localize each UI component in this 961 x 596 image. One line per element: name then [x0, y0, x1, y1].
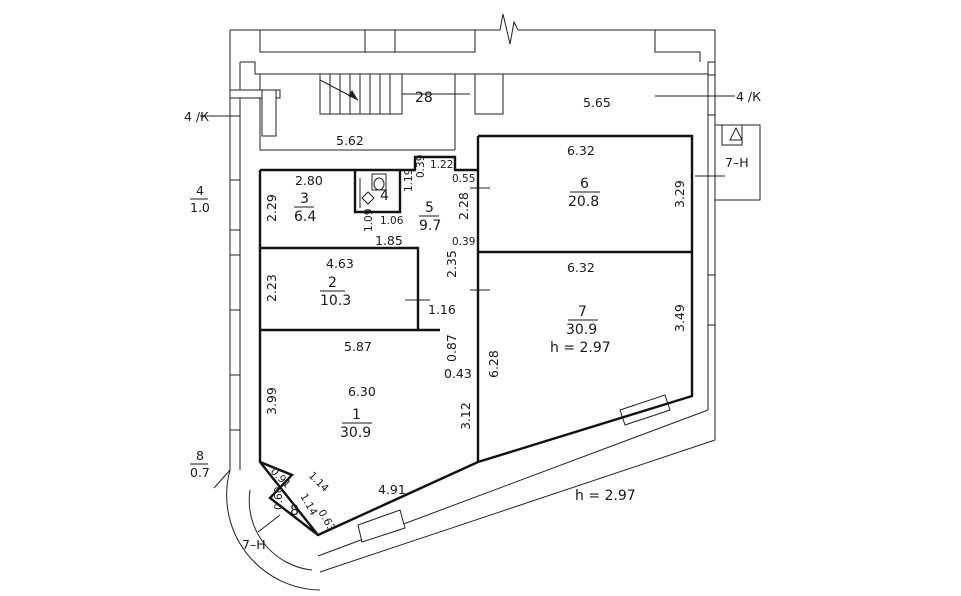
dim-r1-width2: 6.30 — [348, 384, 376, 399]
room-6-number: 6 — [580, 176, 589, 192]
room-2-area: 10.3 — [320, 293, 351, 309]
room-3-area: 6.4 — [294, 209, 316, 225]
dim-r5-b: 0.39 — [415, 155, 427, 178]
left-note-8-num: 8 — [196, 448, 204, 463]
height-label-floor: h = 2.97 — [575, 488, 636, 504]
room-8-number: 8 — [290, 503, 299, 519]
room-6: 6 20.8 — [568, 176, 600, 210]
dim-r5-h: 1.16 — [428, 302, 456, 317]
room-4-number: 4 — [380, 188, 389, 204]
dimension-lines — [200, 95, 735, 533]
left-note-8-area: 0.7 — [190, 465, 210, 480]
axis-7h-right: 7–H — [725, 155, 749, 170]
left-note-4-area: 1.0 — [190, 200, 210, 215]
dim-r1-width1: 5.87 — [344, 339, 372, 354]
dim-r5-c: 1.85 — [375, 233, 403, 248]
room-5: 5 9.7 — [419, 200, 441, 234]
dim-r3-width: 2.80 — [295, 173, 323, 188]
dim-wc-height: 1.19 — [403, 169, 415, 192]
dim-r3-height: 2.29 — [264, 194, 279, 222]
room-5-number: 5 — [425, 200, 434, 216]
room-2: 2 10.3 — [320, 275, 351, 309]
dim-r5-f: 0.39 — [452, 236, 475, 248]
room-3-number: 3 — [300, 191, 309, 207]
room-1-number: 1 — [352, 407, 361, 423]
dim-r8-c: 0.60 — [273, 487, 285, 510]
dim-r7-width: 6.32 — [567, 260, 595, 275]
height-label-room7: h = 2.97 — [550, 340, 611, 356]
round-bay — [226, 469, 321, 591]
dim-r1-d: 4.91 — [378, 482, 406, 497]
room-6-area: 20.8 — [568, 194, 599, 210]
dim-r6-width: 6.32 — [567, 143, 595, 158]
dim-r2-width: 4.63 — [326, 256, 354, 271]
dim-r8-b: 1.14 — [306, 470, 331, 495]
room-2-number: 2 — [328, 275, 337, 291]
dim-wc-a: 1.06 — [380, 215, 404, 227]
right-length: 5.65 — [583, 95, 611, 110]
dim-r1-height: 3.99 — [264, 387, 279, 415]
left-note-4-num: 4 — [196, 183, 204, 198]
room-7-area: 30.9 — [566, 322, 597, 338]
corridor-length: 5.62 — [336, 133, 364, 148]
wc-fixtures — [359, 173, 387, 208]
room-walls — [258, 134, 694, 537]
axis-label-right: 4 /К — [736, 89, 761, 104]
room-5-area: 9.7 — [419, 218, 441, 234]
dim-r5-g: 2.35 — [444, 250, 459, 278]
dim-r7-length: 6.28 — [486, 350, 501, 378]
dim-r1-b: 0.43 — [444, 366, 472, 381]
room-28-label: 28 — [415, 90, 433, 106]
room-7-number: 7 — [578, 304, 587, 320]
dim-wc-b: 1.09 — [363, 209, 375, 232]
dim-r5-a: 1.22 — [430, 159, 453, 171]
dim-r5-e: 2.28 — [456, 192, 471, 220]
dim-r2-height: 2.23 — [264, 274, 279, 302]
dim-r6-height: 3.29 — [672, 180, 687, 208]
windows — [229, 29, 716, 543]
dim-r1-c: 3.12 — [458, 402, 473, 430]
staircase — [319, 73, 470, 115]
room-3: 3 6.4 — [294, 191, 316, 225]
room-1-area: 30.9 — [340, 425, 371, 441]
outer-walls — [213, 13, 716, 573]
dim-r1-a: 0.87 — [444, 334, 459, 362]
dim-r8-e: 0.63 — [315, 508, 337, 534]
axis-7h-bottom: 7–H — [242, 537, 266, 552]
room-7: 7 30.9 — [566, 304, 598, 338]
dim-r5-d: 0.55 — [452, 173, 475, 185]
axis-label-left: 4 /К — [184, 109, 209, 124]
dim-r7-height: 3.49 — [672, 304, 687, 332]
right-entrance — [715, 124, 761, 201]
room-1: 1 30.9 — [340, 407, 372, 441]
